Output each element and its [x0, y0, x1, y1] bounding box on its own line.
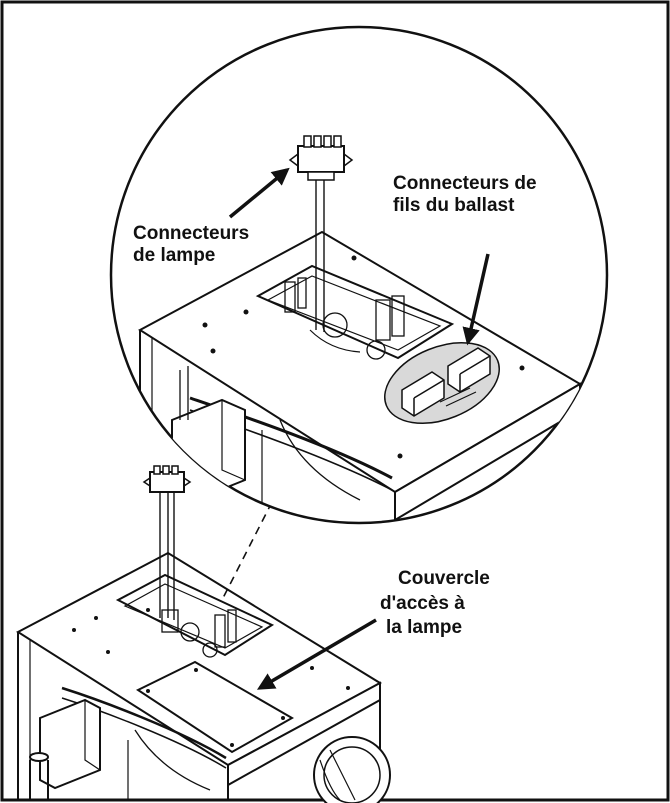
lamp-connector-detail: [288, 135, 354, 181]
unit-overview: [16, 551, 391, 803]
ballast-wire-connectors: [401, 347, 491, 417]
access-cover-panel: [135, 660, 295, 754]
zoom-leader-line: [221, 501, 273, 601]
lamp-connector-overview: [142, 465, 192, 620]
zoom-detail-circle: [109, 25, 609, 525]
lamp-connectors-label: Connecteurs de lampe: [133, 223, 254, 266]
lamp-connector-arrow: [228, 167, 290, 219]
ballast-connectors-label: Connecteurs de fils du ballast: [393, 173, 542, 216]
ballast-connector-arrow: [462, 253, 490, 346]
lamp-access-cover-label: Couvercle d'accès à la lampe: [380, 568, 495, 638]
access-cover-arrow: [256, 618, 377, 690]
